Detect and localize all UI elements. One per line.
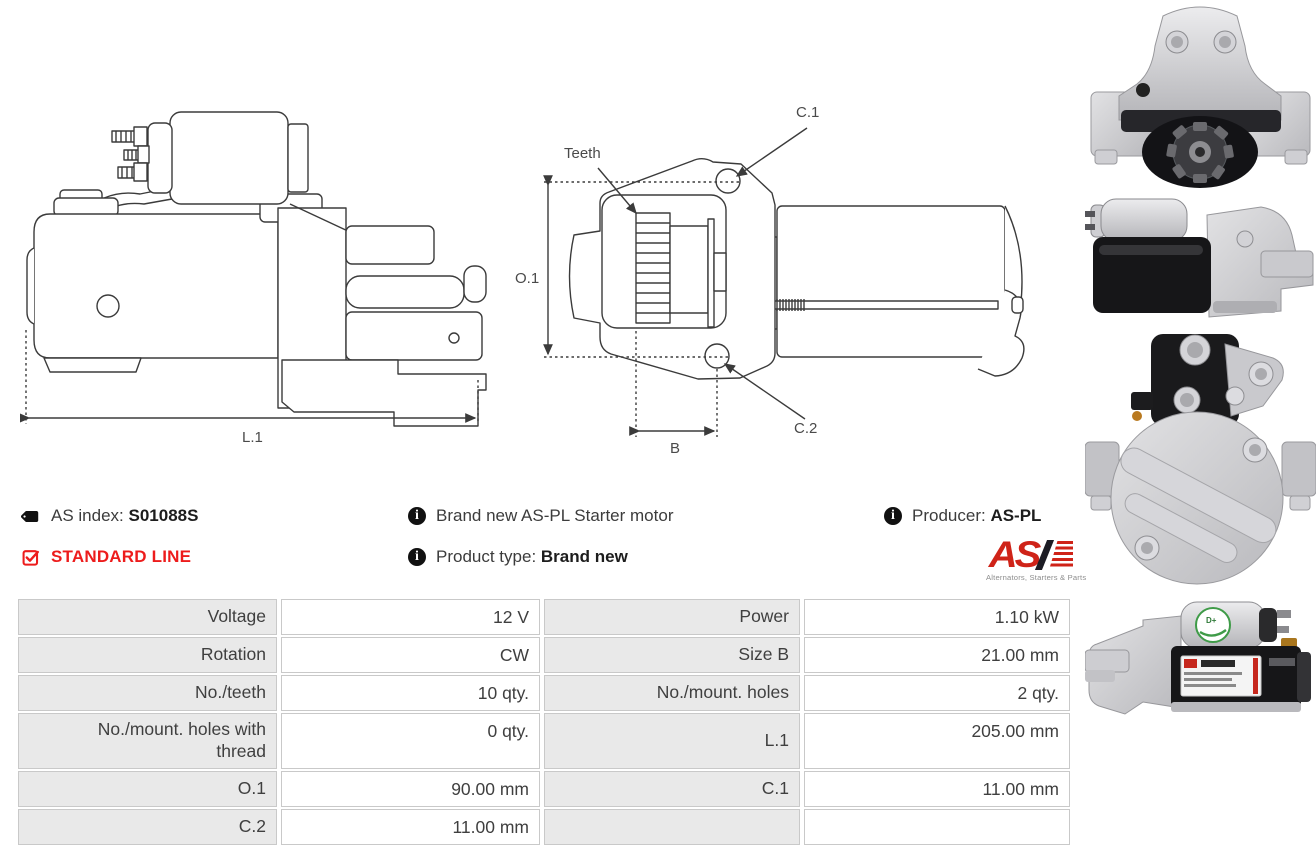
spec-value-cell: 90.00 mm [281,771,540,807]
spec-value-cell: 12 V [281,599,540,635]
dim-label-o1: O.1 [515,270,539,287]
product-type-label: Product type: [436,547,537,566]
standard-line-label: STANDARD LINE [51,547,192,566]
standard-line-row: STANDARD LINE [22,546,198,568]
product-photo-front-view[interactable] [1085,4,1316,192]
spec-label-cell: Voltage [18,599,277,635]
spec-value-cell: 1.10 kW [804,599,1070,635]
spec-label-cell: No./mount. holes with thread [18,713,277,769]
product-description: Brand new AS-PL Starter motor [436,506,674,525]
as-pl-logo-text: AS [988,534,1042,576]
spec-value-cell: CW [281,637,540,673]
product-type-row: i Product type: Brand new [408,546,673,568]
as-index-label: AS index: [51,506,124,525]
product-photo-column: D+ [1084,0,1316,860]
as-pl-logo: AS Alternators, Starters & Parts [986,534,1087,582]
spec-label-cell [544,809,800,845]
dim-label-b: B [670,440,680,457]
spec-label-cell: C.2 [18,809,277,845]
product-type-value: Brand new [540,547,628,566]
dim-label-c1: C.1 [796,104,819,121]
as-index-row: AS index: S01088S [20,505,198,527]
info-icon: i [884,507,902,525]
spec-value-cell: 10 qty. [281,675,540,711]
spec-value-cell: 11.00 mm [804,771,1070,807]
tag-icon [20,507,41,526]
info-column-right: i Producer: AS-PL [884,505,1076,546]
dim-label-teeth: Teeth [564,145,601,162]
spec-label-cell: Power [544,599,800,635]
producer-label: Producer: [912,506,986,525]
spec-value-cell: 0 qty. [281,713,540,769]
spec-table: Voltage 12 V Power 1.10 kW Rotation CW S… [18,599,1070,845]
description-row: i Brand new AS-PL Starter motor [408,505,673,527]
spec-label-cell: L.1 [544,713,800,769]
spec-label-cell: Size B [544,637,800,673]
spec-label-cell: No./mount. holes [544,675,800,711]
spec-value-cell: 2 qty. [804,675,1070,711]
side-view-drawing: L.1 [19,98,502,465]
as-index-value: S01088S [128,506,199,525]
checkbox-checked-icon [22,548,41,567]
front-view-drawing: O.1 B Teeth C.1 C.2 [508,85,1065,477]
dim-label-c2: C.2 [794,420,817,437]
spec-label-cell: No./teeth [18,675,277,711]
product-photo-rear-view[interactable] [1084,332,1316,590]
info-icon: i [408,548,426,566]
product-photo-labeled-view[interactable]: D+ [1084,594,1316,754]
as-pl-logo-mark: AS [986,534,1076,576]
producer-text: Producer: AS-PL [912,506,1041,526]
producer-row: i Producer: AS-PL [884,505,1076,527]
as-pl-logo-stripes [1049,541,1074,569]
info-column-middle: i Brand new AS-PL Starter motor i Produc… [408,505,673,587]
spec-value-cell [804,809,1070,845]
svg-text:D+: D+ [1206,616,1217,625]
producer-value: AS-PL [990,506,1042,525]
spec-value-cell: 21.00 mm [804,637,1070,673]
as-index-text: AS index: S01088S [51,506,198,526]
info-icon: i [408,507,426,525]
product-photo-side-view[interactable] [1085,193,1316,333]
spec-label-cell: C.1 [544,771,800,807]
info-column-left: AS index: S01088S STANDARD LINE [20,505,198,587]
spec-value-cell: 11.00 mm [281,809,540,845]
dim-label-l1: L.1 [242,429,263,446]
spec-label-cell: Rotation [18,637,277,673]
spec-label-cell: O.1 [18,771,277,807]
product-type-text: Product type: Brand new [436,547,628,567]
spec-value-cell: 205.00 mm [804,713,1070,769]
as-pl-logo-tagline: Alternators, Starters & Parts [986,573,1087,582]
